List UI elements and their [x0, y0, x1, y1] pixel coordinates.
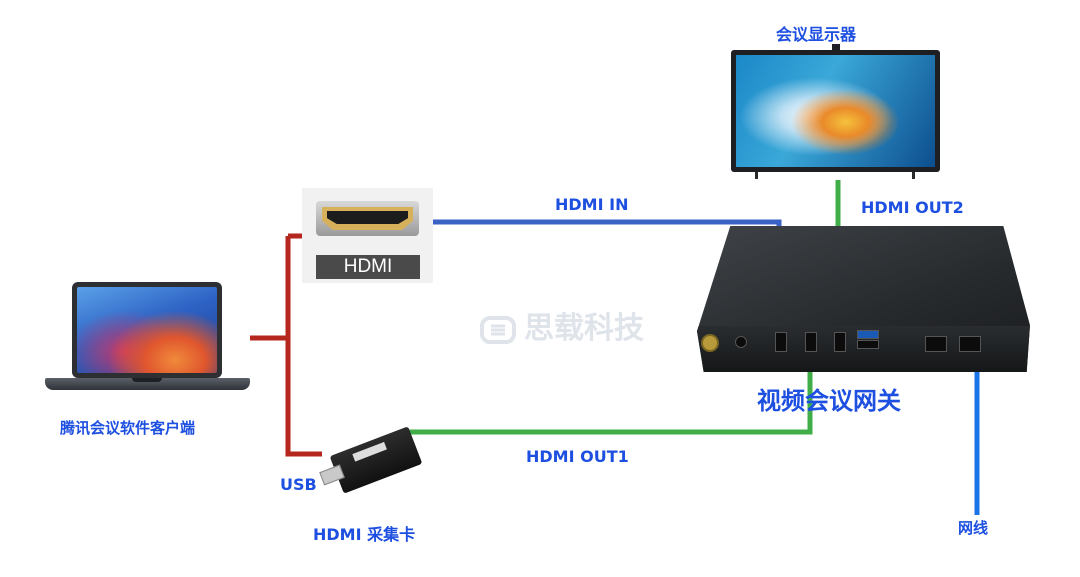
video-conference-gateway-image — [697, 226, 1030, 372]
monitor-display — [736, 55, 935, 167]
usb-label: USB — [280, 475, 317, 494]
hdmi-port-shell — [322, 207, 413, 230]
monitor-label: 会议显示器 — [776, 25, 857, 44]
ethernet-port-2 — [959, 336, 981, 352]
laptop-screen — [72, 282, 222, 378]
hdmi-port-image: HDMI — [302, 188, 433, 283]
hdmi-out1-label: HDMI OUT1 — [526, 447, 629, 466]
power-port — [735, 336, 747, 348]
monitor-frame — [731, 50, 940, 172]
network-cable-label: 网线 — [958, 519, 989, 537]
ethernet-port-1 — [925, 336, 947, 352]
gateway-label: 视频会议网关 — [757, 387, 901, 415]
usb-port — [857, 330, 879, 339]
capture-card-label: HDMI 采集卡 — [313, 525, 416, 544]
usb-port-2 — [857, 340, 879, 349]
antenna-connector-icon — [701, 334, 719, 352]
hdmi-out1-port — [805, 332, 817, 352]
laptop-base — [45, 378, 250, 390]
hdmi-port-housing — [316, 201, 419, 236]
hdmi-port-socket — [327, 211, 408, 224]
laptop-label: 腾讯会议软件客户端 — [60, 419, 196, 437]
company-watermark: 思载科技 — [480, 303, 644, 347]
watermark-logo-icon — [480, 315, 516, 344]
laptop-notch — [132, 378, 162, 382]
hdmi-in-label: HDMI IN — [555, 195, 629, 214]
hdmi-out2-port — [834, 332, 846, 352]
hdmi-out2-label: HDMI OUT2 — [861, 198, 964, 217]
hdmi-port-tag: HDMI — [316, 255, 420, 279]
monitor-foot-left — [755, 172, 758, 179]
monitor-foot-right — [912, 172, 915, 179]
laptop-image — [45, 282, 250, 394]
watermark-text: 思载科技 — [524, 311, 644, 346]
conference-monitor-image — [731, 44, 940, 179]
monitor-camera-icon — [832, 44, 840, 50]
hdmi-in-port — [775, 332, 787, 352]
capture-card-logo — [352, 441, 387, 462]
laptop-display — [77, 287, 217, 373]
